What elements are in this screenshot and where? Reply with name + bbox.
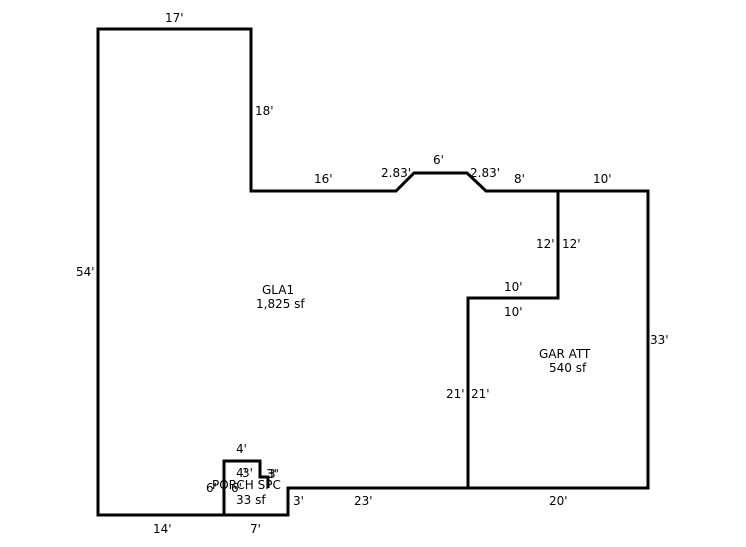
garage-size-label: 540 sf	[549, 361, 587, 375]
dim-gla-mid-top-a: 16'	[314, 172, 333, 186]
dim-porch-inner-top-a: 4'	[236, 466, 247, 480]
dim-porch-top: 4'	[236, 442, 247, 456]
dim-gla-bottom-mid: 23'	[354, 494, 373, 508]
dim-garage-left-inner: 21'	[471, 387, 490, 401]
porch-outline	[222, 459, 270, 515]
gla-size-label: 1,825 sf	[256, 297, 305, 311]
dim-garage-bottom: 20'	[549, 494, 568, 508]
dim-porch-inner-top-b: 3'	[242, 466, 253, 480]
garage-outline	[466, 189, 650, 490]
porch-size-label: 33 sf	[236, 493, 266, 507]
dim-garage-step-inner: 10'	[504, 305, 523, 319]
dim-gla-bottom-left: 14'	[153, 522, 172, 536]
dim-garage-top: 10'	[593, 172, 612, 186]
porch-name-label: PORCH SPC	[212, 478, 281, 492]
dim-garage-left-outer: 21'	[446, 387, 465, 401]
dim-garage-right: 33'	[650, 333, 669, 347]
dim-porch-right: 3'	[293, 494, 304, 508]
dim-garage-notch-inner: 12'	[562, 237, 581, 251]
dim-porch-notch-a: 3'	[266, 467, 277, 481]
dim-gla-right-upper: 18'	[255, 104, 274, 118]
dim-porch-notch-b: 3'	[268, 467, 279, 481]
dim-gla-mid-top-b: 8'	[514, 172, 525, 186]
dim-bay-top: 6'	[433, 153, 444, 167]
dim-bay-right-diag: 2.83'	[470, 166, 500, 180]
dim-bay-left-diag: 2.83'	[381, 166, 411, 180]
dim-gla-top: 17'	[165, 11, 184, 25]
dim-porch-inner-left: 6'	[231, 481, 242, 495]
dim-garage-notch-outer: 12'	[536, 237, 555, 251]
dim-porch-left: 6'	[206, 481, 217, 495]
dim-garage-step-outer: 10'	[504, 280, 523, 294]
dim-gla-left: 54'	[76, 265, 95, 279]
garage-name-label: GAR ATT	[539, 347, 591, 361]
dim-porch-bottom: 7'	[250, 522, 261, 536]
gla-name-label: GLA1	[262, 283, 294, 297]
gla-outline	[96, 27, 560, 517]
